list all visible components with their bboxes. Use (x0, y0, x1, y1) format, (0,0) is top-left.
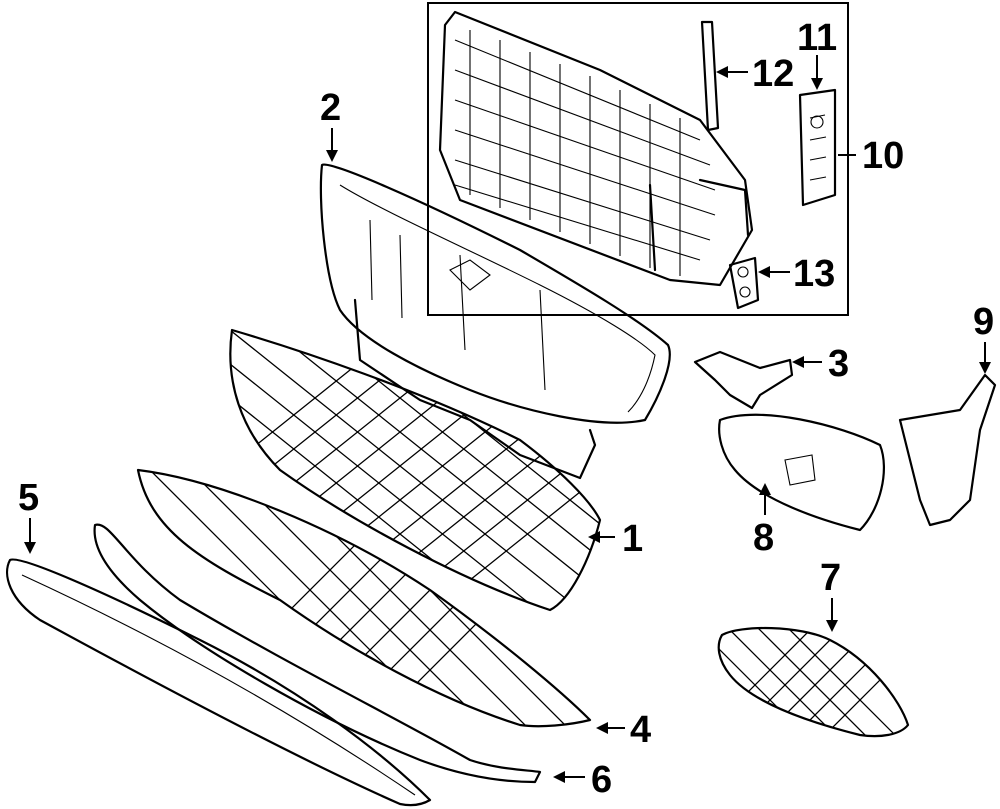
callout-9: 9 (973, 301, 994, 343)
part-6-strip (93, 523, 542, 784)
callout-10: 10 (862, 135, 904, 177)
leader-lines (24, 55, 991, 783)
inset-box (427, 2, 849, 316)
callout-12: 12 (752, 53, 794, 95)
callout-6: 6 (591, 759, 612, 801)
callout-8: 8 (753, 517, 774, 559)
callout-7: 7 (820, 557, 841, 599)
part-7-side-grille (717, 626, 910, 738)
part-10-bracket (798, 88, 837, 207)
callout-labels: 1 2 3 4 5 6 7 8 9 10 11 12 13 (18, 17, 994, 801)
callout-13: 13 (793, 253, 835, 295)
callout-3: 3 (828, 343, 849, 385)
callout-5: 5 (18, 477, 39, 519)
part-3-bracket (693, 350, 794, 410)
part-8-housing (718, 413, 885, 532)
part-4-lower-grille (136, 468, 592, 728)
callout-1: 1 (622, 518, 643, 560)
shutter-assembly (438, 10, 754, 287)
part-12-strip (700, 20, 720, 132)
part-2-housing (319, 163, 671, 480)
callout-2: 2 (320, 87, 341, 129)
part-9-bracket (898, 373, 997, 527)
callout-11: 11 (797, 17, 837, 59)
part-13-clip (728, 256, 760, 310)
part-5-lip (6, 558, 432, 807)
callout-4: 4 (630, 709, 651, 751)
